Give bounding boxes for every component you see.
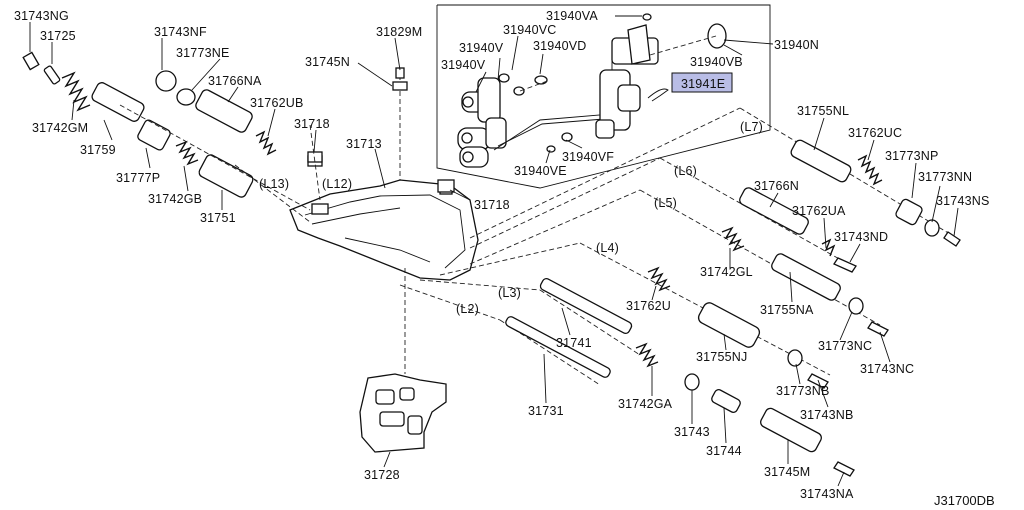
label-31718-upper[interactable]: 31718 [294,117,330,131]
label-31773NN[interactable]: 31773NN [918,170,972,184]
diagram-code: J31700DB [934,493,995,508]
label-L13: (L13) [259,177,289,191]
label-31773NP[interactable]: 31773NP [885,149,939,163]
label-31755NJ[interactable]: 31755NJ [696,350,747,364]
label-31773NB[interactable]: 31773NB [776,384,830,398]
solenoid-assembly-box [436,4,771,189]
label-31743NC[interactable]: 31743NC [860,362,914,376]
label-31940VE[interactable]: 31940VE [514,164,567,178]
label-31743ND[interactable]: 31743ND [834,230,888,244]
label-L4: (L4) [596,241,619,255]
label-31743NG[interactable]: 31743NG [14,9,69,23]
label-31742GL[interactable]: 31742GL [700,265,753,279]
label-31751[interactable]: 31751 [200,211,236,225]
label-L3: (L3) [498,286,521,300]
left-parts [22,51,455,223]
label-31728[interactable]: 31728 [364,468,400,482]
label-31940VD[interactable]: 31940VD [533,39,587,53]
label-31743NF[interactable]: 31743NF [154,25,207,39]
label-L7: (L7) [740,120,763,134]
label-31759[interactable]: 31759 [80,143,116,157]
label-31743[interactable]: 31743 [674,425,710,439]
label-31742GB[interactable]: 31742GB [148,192,202,206]
label-31744[interactable]: 31744 [706,444,742,458]
label-31762UC[interactable]: 31762UC [848,126,902,140]
label-31940VA[interactable]: 31940VA [546,9,598,23]
label-31766N[interactable]: 31766N [754,179,799,193]
label-31745M[interactable]: 31745M [764,465,810,479]
label-31718-lower[interactable]: 31718 [474,198,510,212]
separator-plate [359,268,447,453]
label-31940N[interactable]: 31940N [774,38,819,52]
label-L5: (L5) [654,196,677,210]
label-31941E[interactable]: 31941E [681,77,725,91]
label-L2: (L2) [456,302,479,316]
label-31755NA[interactable]: 31755NA [760,303,814,317]
label-31940VC[interactable]: 31940VC [503,23,557,37]
label-31742GA[interactable]: 31742GA [618,397,673,411]
label-31743NB[interactable]: 31743NB [800,408,854,422]
label-31762U[interactable]: 31762U [626,299,671,313]
label-31762UB[interactable]: 31762UB [250,96,304,110]
label-31940VB[interactable]: 31940VB [690,55,743,69]
label-31940VF[interactable]: 31940VF [562,150,614,164]
label-31741[interactable]: 31741 [556,336,592,350]
label-31745N[interactable]: 31745N [305,55,350,69]
label-L6: (L6) [674,164,697,178]
label-31743NA[interactable]: 31743NA [800,487,854,501]
label-31766NA[interactable]: 31766NA [208,74,262,88]
label-31940V-1[interactable]: 31940V [459,41,504,55]
label-L12: (L12) [322,177,352,191]
valve-body [289,155,479,281]
label-31829M[interactable]: 31829M [376,25,422,39]
label-31777P[interactable]: 31777P [116,171,160,185]
label-31762UA[interactable]: 31762UA [792,204,846,218]
labels: 31743NG 31725 31743NF 31829M 31773NE 317… [14,9,995,508]
label-31713[interactable]: 31713 [346,137,382,151]
label-31940V-2[interactable]: 31940V [441,58,486,72]
label-31755NL[interactable]: 31755NL [797,104,849,118]
leader-lines [29,15,959,487]
highlight-box [671,72,733,93]
label-31743NS[interactable]: 31743NS [936,194,990,208]
label-31773NE[interactable]: 31773NE [176,46,230,60]
label-31742GM[interactable]: 31742GM [32,121,88,135]
label-31725[interactable]: 31725 [40,29,76,43]
label-31731[interactable]: 31731 [528,404,564,418]
label-31773NC[interactable]: 31773NC [818,339,872,353]
